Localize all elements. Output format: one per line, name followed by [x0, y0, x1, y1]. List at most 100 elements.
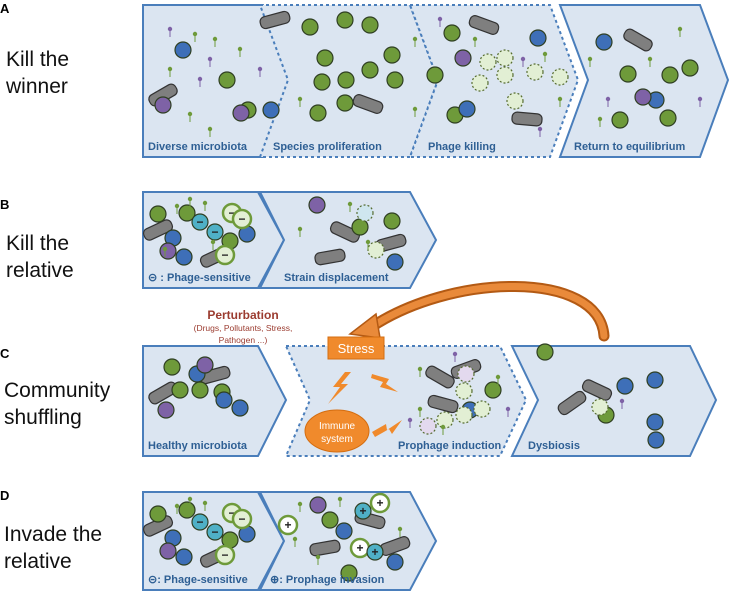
cell-symbol: − [211, 525, 218, 539]
blue-cell [616, 377, 634, 395]
perturbation-detail-line2: Pathogen ...) [219, 335, 268, 345]
blue-cell [646, 371, 664, 389]
cell-symbol: + [359, 504, 366, 518]
feedback-arrow-head [348, 312, 381, 339]
phage-head-icon [647, 56, 653, 62]
stress-label: Stress [338, 341, 375, 356]
phage-head-icon [167, 66, 173, 72]
green-cell [178, 204, 196, 222]
purple-cell [159, 242, 177, 260]
gray-rod-bacterium [352, 94, 384, 114]
purple-cell [308, 196, 326, 214]
stage-healthy-microbiota [142, 345, 288, 457]
cell-symbol: − [221, 548, 228, 562]
stage-dysbiosis [510, 345, 718, 457]
stage-label-healthy-microbiota: Healthy microbiota [148, 440, 248, 452]
phage-head-icon [407, 417, 413, 423]
phage-head-icon [297, 501, 303, 507]
green-cell [337, 71, 355, 89]
stage-label-strain-displacement: Strain displacement [284, 272, 389, 284]
phage-head-icon [597, 116, 603, 122]
row-title-a-line1: Kill the [6, 48, 69, 71]
lightning-bolts [328, 372, 402, 437]
stage-label-prophage-invasion: ⊕: Prophage invasion [270, 574, 385, 586]
purple-cell [309, 496, 327, 514]
lysed-cell [526, 63, 544, 81]
phage-head-icon [292, 536, 298, 542]
purple-cell [196, 356, 214, 374]
gray-rod-bacterium [623, 28, 653, 52]
stage-return-to-equilibrium [558, 4, 730, 158]
phage-head-icon [505, 406, 511, 412]
stage-label-phage-sensitive-b: ⊝ : Phage-sensitive [148, 272, 251, 284]
blue-cell [262, 101, 280, 119]
row-title-d-line1: Invade the [4, 523, 102, 546]
lysed-cell [367, 241, 385, 259]
blue-cell [175, 548, 193, 566]
purple-cell [154, 96, 172, 114]
phage-head-icon [587, 56, 593, 62]
lysed-cell [455, 406, 473, 424]
stage-label-prophage-induction: Prophage induction [398, 440, 502, 452]
lightning-bolt-icon [328, 372, 351, 404]
lysed-cell [551, 68, 569, 86]
immune-system-label-line1: Immune [319, 421, 356, 432]
lysed-cell [496, 49, 514, 67]
phage-head-icon [187, 111, 193, 117]
cell-symbol: − [228, 506, 235, 520]
gray-rod-bacterium [581, 379, 613, 401]
feedback-arrow-inner [363, 283, 608, 340]
lysed-cell [496, 66, 514, 84]
green-cell [361, 16, 379, 34]
green-cell [313, 73, 331, 91]
ringed-cell [277, 514, 299, 536]
phage-head-icon [347, 201, 353, 207]
perturbation-detail-line1: (Drugs, Pollutants, Stress, [194, 323, 293, 333]
green-cell [383, 212, 401, 230]
cell-symbol: − [196, 515, 203, 529]
ringed-cell [369, 492, 391, 514]
green-cell [149, 205, 167, 223]
green-cell [218, 71, 236, 89]
row-title-c-line2: shuffling [4, 406, 82, 429]
cell-symbol: + [284, 518, 291, 532]
stage-label-phage-sensitive-d: ⊝: Phage-sensitive [148, 574, 248, 586]
stage-label-phage-killing: Phage killing [428, 141, 496, 153]
cyan-cell [366, 543, 384, 561]
panel-letter-d: D [0, 488, 9, 503]
phage-head-icon [542, 51, 548, 57]
blue-cell [231, 399, 249, 417]
phage-head-icon [417, 406, 423, 412]
phage-head-icon [697, 96, 703, 102]
phage-head-icon [167, 26, 173, 32]
phage-head-icon [315, 554, 321, 560]
lightning-bolt-icon [371, 374, 398, 392]
green-cell [171, 381, 189, 399]
immune-system-label-line2: system [321, 434, 353, 445]
phage-head-icon [207, 56, 213, 62]
phage-head-icon [472, 36, 478, 42]
blue-cell [215, 391, 233, 409]
phage-head-icon [440, 424, 446, 430]
row-title-c-line1: Community [4, 379, 111, 402]
panel-letter-c: C [0, 346, 10, 361]
phage-head-icon [192, 31, 198, 37]
lysed-cell [591, 398, 609, 416]
cell-symbol: − [238, 212, 245, 226]
lysed-cell [455, 382, 473, 400]
purple-cell [454, 49, 472, 67]
row-title-b-line1: Kill the [6, 232, 69, 255]
phage-head-icon [412, 36, 418, 42]
green-cell [340, 564, 358, 582]
ringed-cell [214, 244, 236, 266]
cell-symbol: + [376, 496, 383, 510]
lysed-cell [471, 74, 489, 92]
green-cell [309, 104, 327, 122]
green-cell [178, 501, 196, 519]
ringed-cell [231, 208, 253, 230]
cyan-cell [354, 502, 372, 520]
green-cell [484, 381, 502, 399]
purple-cell [159, 542, 177, 560]
green-cell [611, 111, 629, 129]
immune-system-ellipse [304, 409, 370, 453]
